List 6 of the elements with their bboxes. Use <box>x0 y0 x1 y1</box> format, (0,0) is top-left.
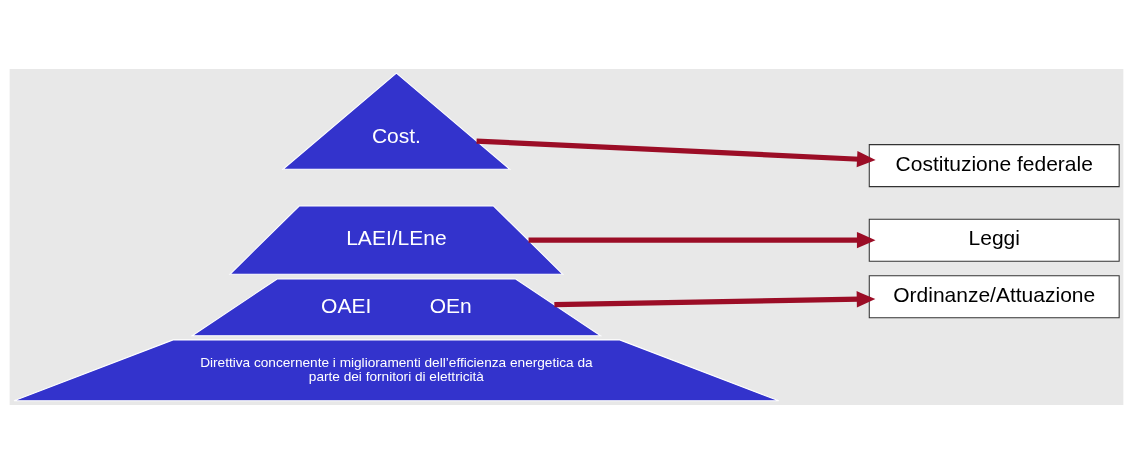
arrow <box>528 232 876 249</box>
arrow <box>554 291 876 308</box>
node-box: Ordinanze/Attuazione <box>868 275 1120 319</box>
arrow <box>476 138 876 168</box>
node-box: Leggi <box>868 218 1120 262</box>
node-box: Costituzione federale <box>868 144 1120 188</box>
